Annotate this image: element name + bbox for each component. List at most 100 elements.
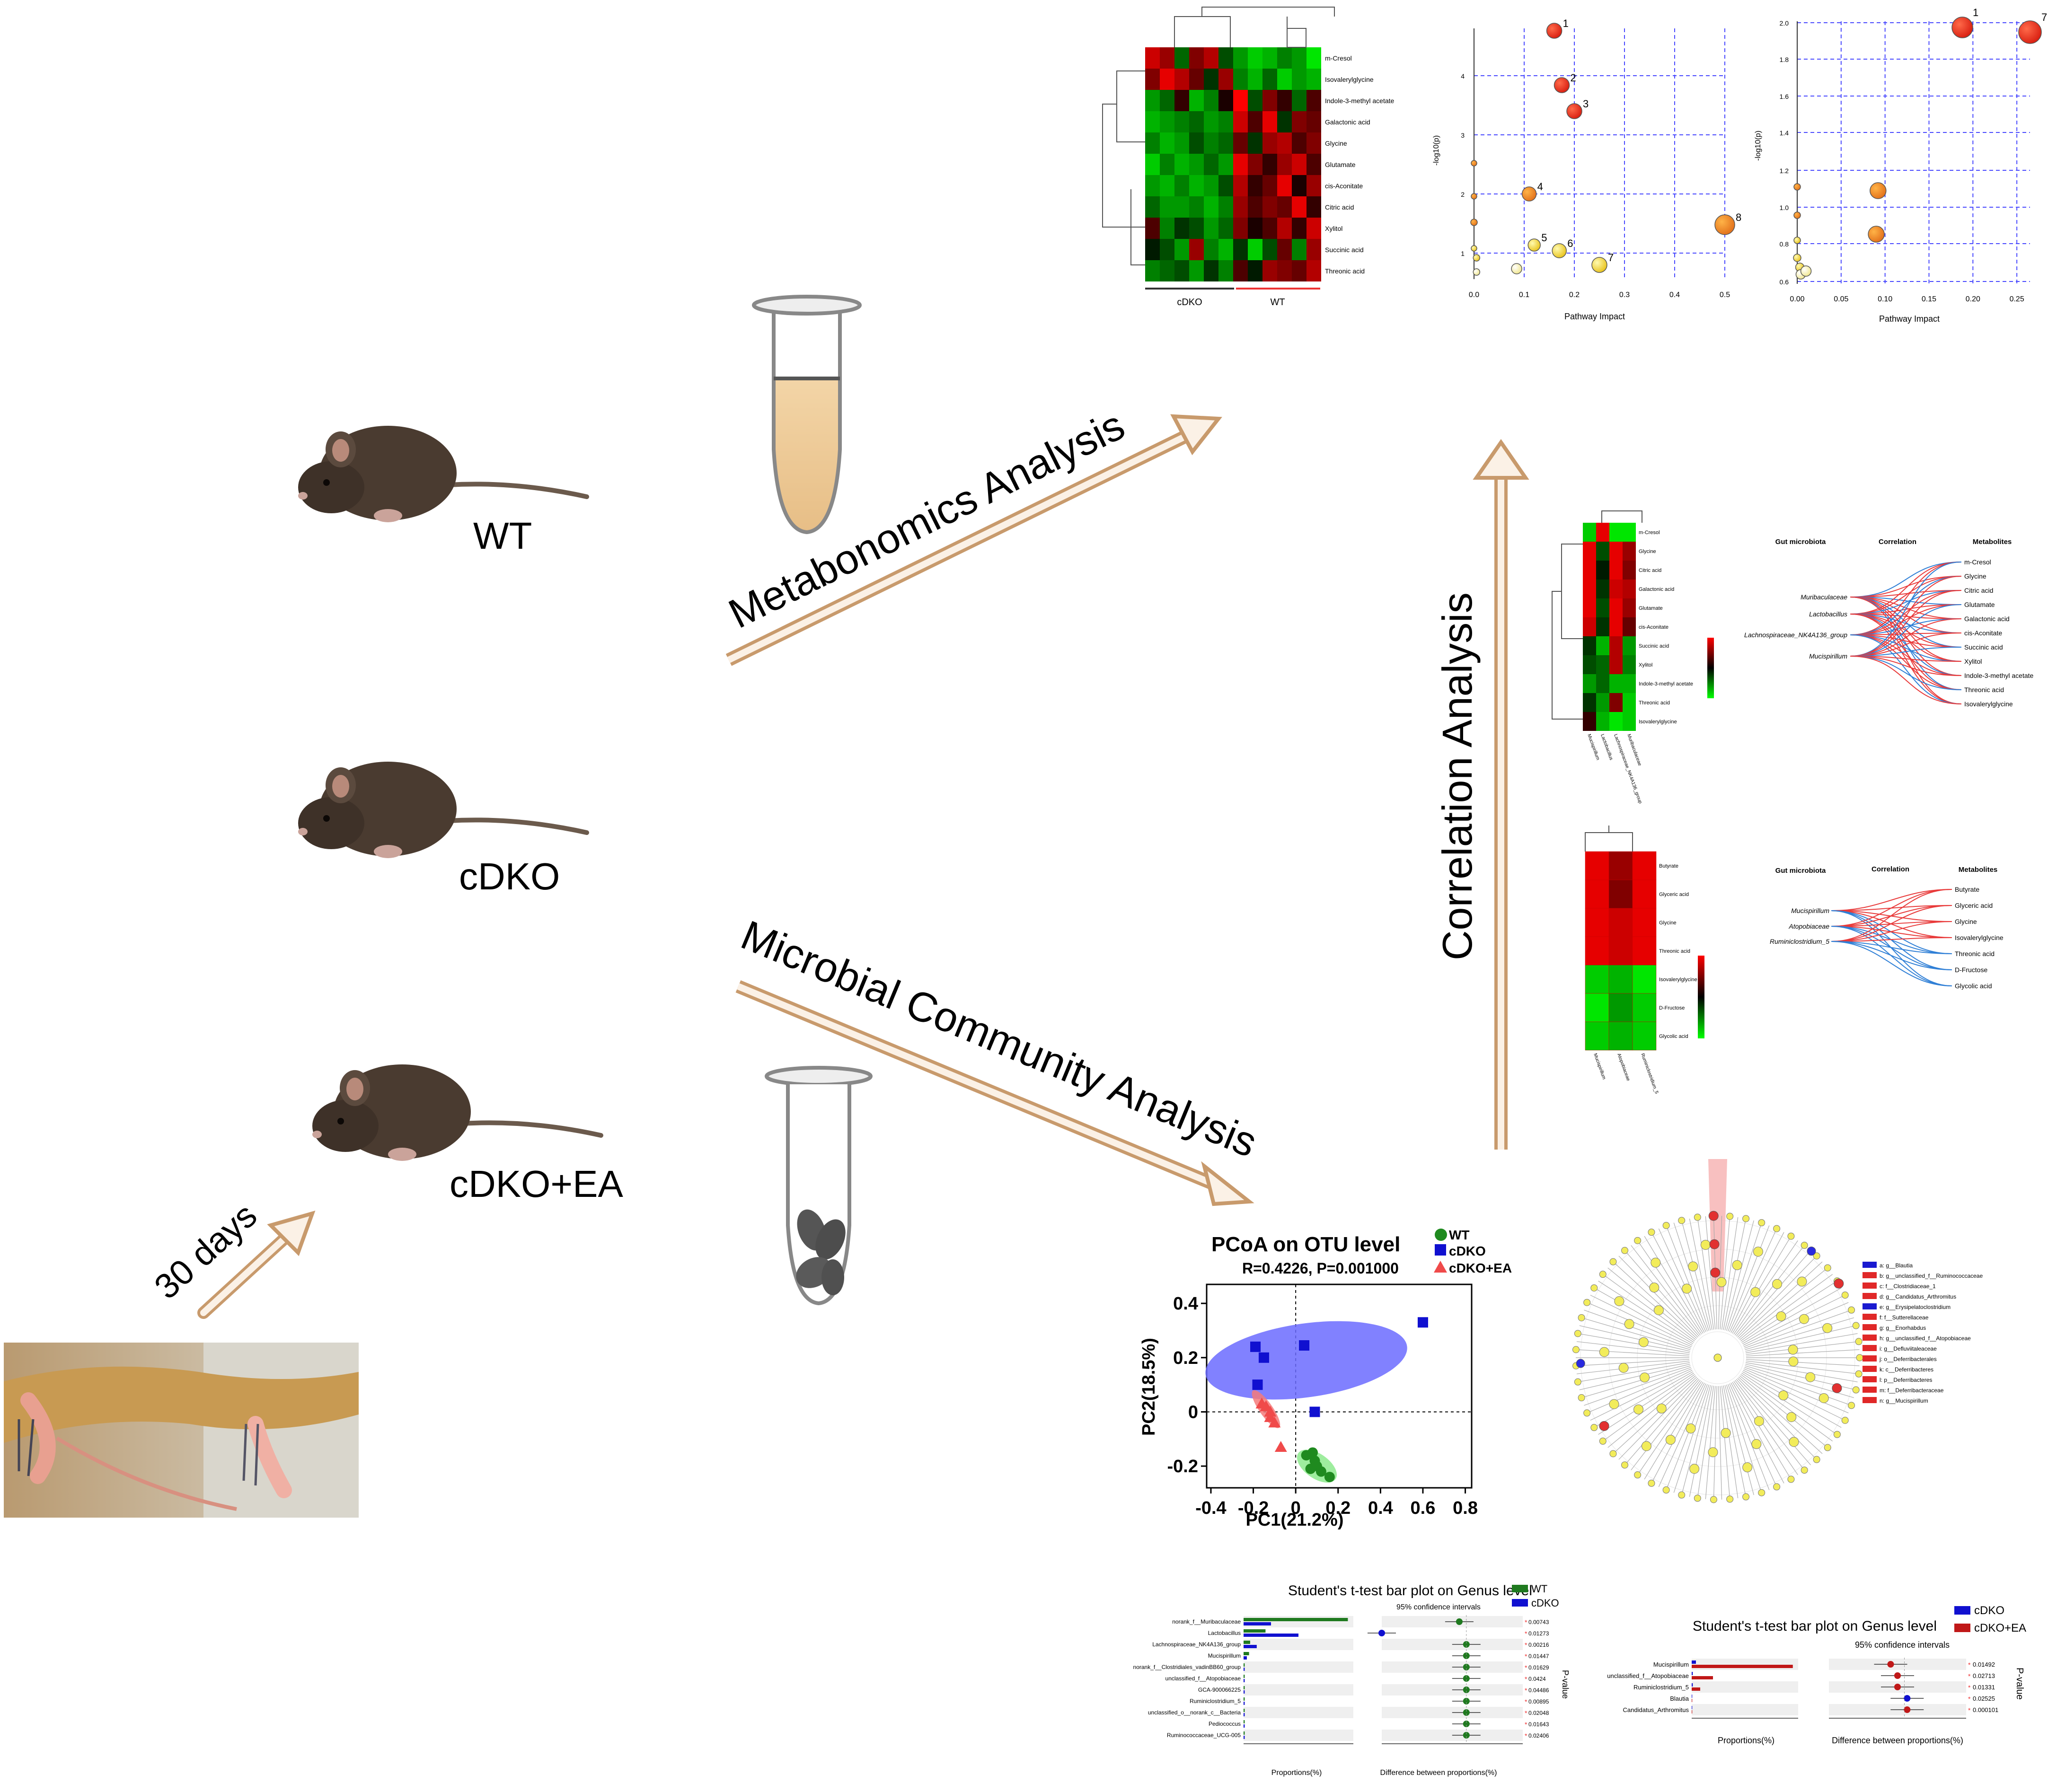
bar-cdko: [1244, 1634, 1298, 1637]
pcoa-legend: WT cDKO cDKO+EA: [1434, 1228, 1512, 1275]
pcoa-legend-wt: WT: [1449, 1228, 1470, 1242]
pathway-point: [1473, 254, 1481, 262]
heatmap-cell: [1248, 260, 1262, 281]
heatmap-cell: [1262, 90, 1277, 111]
pcoa-xlabel: PC1(21.2%): [1246, 1510, 1344, 1530]
network-header: Correlation: [1871, 865, 1909, 873]
heatmap-row-label: Glutamate: [1325, 161, 1356, 168]
diff-point: [1904, 1706, 1911, 1713]
pvalue-star: *: [1525, 1664, 1527, 1671]
network-right-label: Galactonic acid: [1964, 615, 2010, 623]
clado-node: [1742, 1215, 1750, 1222]
pathway-point: [1471, 160, 1477, 167]
heatmap-cell: [1233, 175, 1248, 196]
clado-branch: [1746, 1341, 1859, 1355]
heatmap-cell: [1262, 196, 1277, 218]
network-edge: [1850, 590, 1962, 635]
diff-point: [1887, 1661, 1894, 1668]
corr-cell: [1583, 636, 1596, 655]
heatmap-cell: [1145, 132, 1160, 154]
pvalue-star: *: [1968, 1684, 1971, 1691]
network-header: Gut microbiota: [1775, 867, 1826, 875]
network-right-label: Isovalerylglycine: [1964, 700, 2013, 708]
clado-node: [1599, 1347, 1609, 1357]
heatmap-cell: [1204, 175, 1218, 196]
clado-branch: [1584, 1309, 1691, 1349]
diff-point: [1463, 1732, 1470, 1739]
clado-node: [1750, 1287, 1761, 1297]
pvalue-label: 0.01643: [1528, 1721, 1549, 1728]
heatmap-cell: [1292, 260, 1306, 281]
clado-branch: [1738, 1261, 1823, 1339]
lefse-legend-swatch: [1863, 1303, 1877, 1309]
heatmap-cell: [1218, 196, 1233, 218]
clado-branch: [1631, 1245, 1701, 1335]
corr-cell: [1596, 617, 1609, 636]
heatmap-cell: [1292, 69, 1306, 90]
heatmap-cell: [1248, 175, 1262, 196]
pathway-point: [1800, 265, 1812, 277]
heatmap-cell: [1306, 47, 1321, 69]
clado-branch: [1728, 1384, 1770, 1490]
pathway-point: [1471, 193, 1477, 200]
heatmap-cell: [1292, 175, 1306, 196]
lefse-legend-label: d: g__Candidatus_Arthromitus: [1880, 1293, 1956, 1300]
clado-node: [1686, 1423, 1696, 1434]
x-tick-label: 0.2: [1569, 291, 1580, 299]
heatmap-cell: [1160, 69, 1174, 90]
clado-branch: [1735, 1380, 1805, 1470]
heatmap-cell: [1160, 260, 1174, 281]
pcoa-ylabel: PC2(18.5%): [1139, 1338, 1159, 1436]
genus-label: Lactobacillus: [1208, 1630, 1241, 1636]
corr-row-label: Threonic acid: [1639, 700, 1670, 706]
corr-cell: [1583, 542, 1596, 561]
network-edge: [1850, 597, 1962, 676]
corr-cell: [1596, 636, 1609, 655]
network-right-label: Xylitol: [1964, 658, 1982, 665]
corr-cell: [1583, 617, 1596, 636]
clado-node: [1732, 1260, 1742, 1270]
row-band: [1244, 1616, 1353, 1627]
heatmap-row-label: Succinic acid: [1325, 246, 1364, 254]
heatmap-cell: [1248, 90, 1262, 111]
x-tick-label: 0.4: [1368, 1498, 1393, 1518]
network-left-label: Lachnospiraceae_NK4A136_group: [1744, 631, 1847, 639]
corr-cell: [1608, 851, 1633, 880]
genus-label: unclassified_o__norank_c__Bacteria: [1148, 1709, 1241, 1716]
clado-node: [1710, 1496, 1717, 1503]
heatmap-cell: [1204, 260, 1218, 281]
clado-node: [1799, 1314, 1810, 1324]
corr-cell: [1596, 693, 1609, 712]
corr-row-label: Glycolic acid: [1659, 1034, 1688, 1039]
heatmap-cell: [1160, 154, 1174, 175]
clado-node: [1818, 1393, 1829, 1403]
ttest2-ci: 95% confidence intervals: [1855, 1640, 1950, 1650]
clado-node: [1773, 1483, 1781, 1491]
clado-branch: [1746, 1359, 1860, 1366]
clado-branch: [1720, 1216, 1730, 1330]
clado-node: [1694, 1494, 1701, 1502]
ttest2-legend-cdko-ea: cDKO+EA: [1974, 1622, 2026, 1634]
row-band: [1692, 1659, 1798, 1670]
point-cdko: [1309, 1406, 1320, 1417]
heatmap-cell: [1292, 154, 1306, 175]
correlation-heatmap-2-cells: [1585, 851, 1657, 1051]
clado-node-blue: [1807, 1247, 1816, 1256]
clado-branch: [1576, 1359, 1690, 1366]
clado-branch: [1584, 1367, 1691, 1406]
bar-cdko-ea: [1692, 1687, 1700, 1691]
clado-branch: [1673, 1384, 1710, 1493]
corr-cell: [1583, 598, 1596, 617]
clado-branch: [1736, 1379, 1811, 1466]
heatmap-cell: [1292, 90, 1306, 111]
genus-label: Mucispirillum: [1208, 1652, 1241, 1659]
clado-node: [1788, 1356, 1799, 1367]
pathway-point: [1521, 186, 1537, 202]
clado-branch: [1740, 1374, 1833, 1441]
clado-branch: [1576, 1341, 1690, 1355]
heatmap-cell: [1277, 239, 1292, 260]
correlation-heatmap-2-dendrogram: [1585, 826, 1633, 852]
network-edge: [1850, 576, 1962, 635]
point-cdko-ea: [1274, 1441, 1287, 1452]
